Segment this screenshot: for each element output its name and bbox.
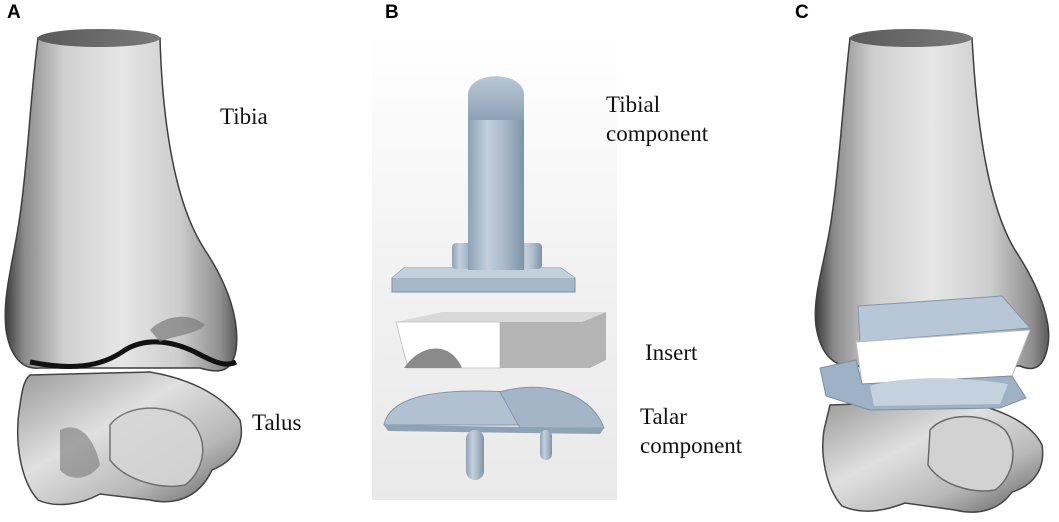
panel-a-ankle bbox=[4, 29, 243, 506]
tibia-top-cut-c bbox=[850, 29, 972, 47]
insert-top bbox=[396, 312, 606, 322]
insert-label: Insert bbox=[645, 340, 698, 365]
tibial-component-label: Tibial component bbox=[606, 90, 708, 148]
tibia-top-cut bbox=[38, 29, 160, 47]
ankle-joint-line bbox=[29, 339, 238, 369]
talus-fold bbox=[109, 407, 204, 487]
talar-label-line1: Talar bbox=[640, 404, 687, 429]
talar-component-label: Talar component bbox=[640, 402, 742, 460]
talar-component bbox=[383, 386, 605, 480]
talar-dome-c bbox=[870, 378, 1008, 406]
tibial-component bbox=[391, 76, 576, 293]
talus-shadow bbox=[60, 427, 100, 478]
tibial-label-line2: component bbox=[606, 121, 709, 146]
tibial-plate-top bbox=[392, 268, 575, 278]
talar-dome-right bbox=[499, 386, 605, 429]
insert-side-grey bbox=[500, 312, 606, 368]
panel-b-letter: B bbox=[385, 2, 399, 23]
panel-a-letter: A bbox=[7, 2, 21, 23]
insert-component bbox=[395, 312, 606, 369]
tibial-plate-c bbox=[857, 295, 1032, 343]
tibial-label-line1: Tibial bbox=[606, 92, 661, 117]
panel-c-implanted-ankle bbox=[814, 29, 1050, 513]
tibial-stem-dome bbox=[468, 76, 524, 120]
talar-label-line2: component bbox=[640, 433, 743, 458]
talus-label: Talus bbox=[252, 410, 302, 435]
tibia-bone bbox=[4, 37, 238, 372]
talar-peg-right bbox=[540, 430, 552, 460]
tibia-label: Tibia bbox=[220, 104, 268, 129]
tibial-stem bbox=[468, 116, 524, 270]
panel-b-implant bbox=[372, 34, 617, 500]
insert-arch bbox=[404, 348, 462, 368]
tibia-bone-c bbox=[814, 37, 1050, 370]
panel-c-letter: C bbox=[795, 2, 809, 23]
talus-fold-c bbox=[927, 415, 1014, 492]
medial-malleolus-detail bbox=[150, 316, 205, 342]
talar-peg-left bbox=[466, 430, 484, 480]
